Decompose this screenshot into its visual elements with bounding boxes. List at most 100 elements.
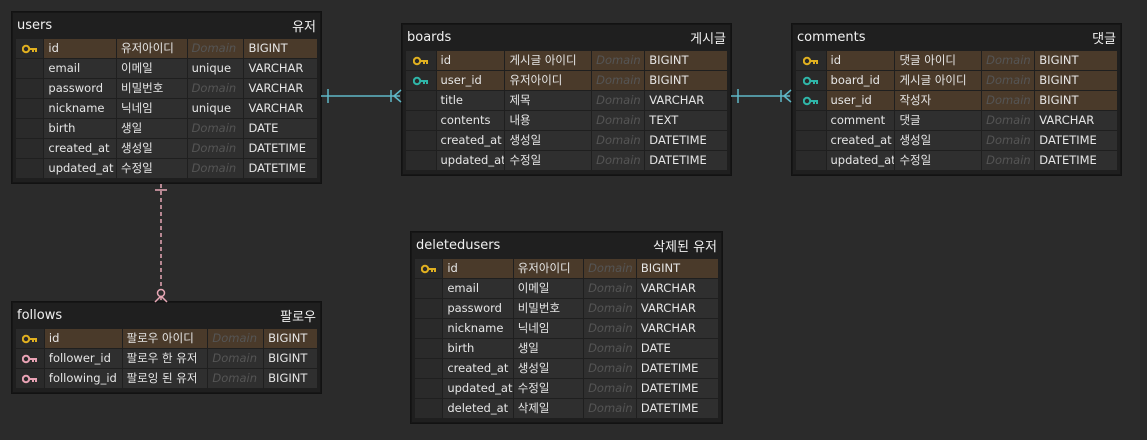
column-type: DATETIME: [644, 131, 727, 150]
key-icon-cell: [16, 329, 44, 348]
column-comment: 수정일: [512, 379, 584, 398]
column-name: birth: [442, 339, 513, 358]
empty-icon-cell: [415, 359, 443, 378]
column-type: DATETIME: [243, 139, 317, 158]
column-type: DATETIME: [635, 379, 718, 398]
empty-icon-cell: [16, 139, 44, 158]
empty-icon-cell: [415, 399, 443, 418]
column-name: birth: [43, 119, 116, 138]
table-name: follows: [17, 307, 63, 323]
column-type: DATETIME: [243, 159, 317, 178]
column-name: id: [43, 329, 122, 348]
column-name: id: [825, 51, 895, 70]
column-name: updated_at: [43, 159, 116, 178]
column-comment: 생성일: [115, 139, 187, 158]
column-domain: Domain: [591, 131, 645, 150]
column-comment: 생성일: [894, 131, 982, 150]
column-name: follower_id: [43, 349, 122, 368]
column-type: DATETIME: [1034, 131, 1117, 150]
empty-icon-cell: [415, 279, 443, 298]
column-comment: 팔로잉 된 유저: [121, 369, 208, 388]
column-domain: Domain: [981, 111, 1035, 130]
column-type: DATETIME: [644, 151, 727, 170]
table-label: 댓글: [1092, 31, 1116, 47]
column-domain: Domain: [583, 319, 636, 338]
column-comment: 게시글 아이디: [504, 51, 592, 70]
column-domain: Domain: [583, 399, 636, 418]
column-domain: Domain: [186, 159, 244, 178]
column-domain: Domain: [583, 299, 636, 318]
column-domain: Domain: [981, 71, 1035, 90]
column-comment: 댓글 아이디: [894, 51, 982, 70]
column-name: password: [43, 79, 116, 98]
primary-key-icon: [412, 56, 428, 65]
empty-icon-cell: [16, 99, 44, 118]
empty-icon-cell: [796, 111, 826, 130]
key-icon-cell: [16, 39, 44, 58]
column-domain: Domain: [583, 339, 636, 358]
foreign-key-icon: [21, 354, 37, 363]
column-name: deleted_at: [442, 399, 513, 418]
column-type: DATE: [243, 119, 317, 138]
foreign-key-icon: [802, 96, 818, 105]
column-name: nickname: [442, 319, 513, 338]
column-comment: 생일: [512, 339, 584, 358]
column-type: BIGINT: [263, 349, 317, 368]
column-domain: Domain: [591, 71, 645, 90]
column-domain: Domain: [981, 151, 1035, 170]
column-comment: 내용: [504, 111, 592, 130]
column-comment: 유저아이디: [115, 39, 187, 58]
empty-icon-cell: [16, 59, 44, 78]
empty-icon-cell: [16, 159, 44, 178]
column-type: VARCHAR: [635, 319, 718, 338]
key-icon-cell: [16, 369, 44, 388]
key-icon-cell: [796, 71, 826, 90]
column-name: created_at: [43, 139, 116, 158]
column-domain: Domain: [591, 151, 645, 170]
empty-icon-cell: [796, 151, 826, 170]
column-name: following_id: [43, 369, 122, 388]
column-comment: 수정일: [504, 151, 592, 170]
